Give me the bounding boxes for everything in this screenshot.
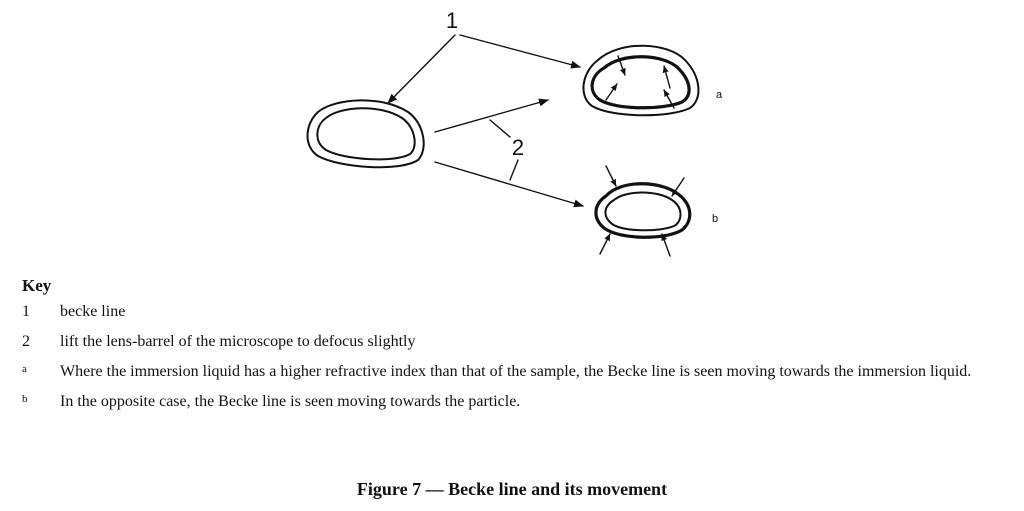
key-item-2: 2 lift the lens-barrel of the microscope… xyxy=(22,332,1012,352)
ray-b-1 xyxy=(605,165,617,187)
particle-case-a xyxy=(582,44,700,117)
label-a: a xyxy=(716,89,723,101)
particle-original xyxy=(306,99,425,169)
becke-line-diagram: 1 2 a b xyxy=(306,8,723,257)
arrow-1-to-particle xyxy=(387,34,456,104)
key-mark: 2 xyxy=(22,333,30,350)
particle-case-b xyxy=(594,165,692,257)
key-text: In the opposite case, the Becke line is … xyxy=(60,393,521,410)
label-1: 1 xyxy=(446,8,458,33)
ray-b-2 xyxy=(671,177,685,197)
ray-a-2 xyxy=(662,65,671,89)
ray-b-3 xyxy=(599,233,611,255)
figure-caption: Figure 7 — Becke line and its movement xyxy=(356,479,668,499)
leader-2-lower xyxy=(509,159,519,181)
ray-a-1 xyxy=(617,55,626,76)
ray-a-3 xyxy=(605,83,618,101)
key-mark: b xyxy=(22,393,28,405)
key-item-b: b In the opposite case, the Becke line i… xyxy=(22,392,1012,412)
leader-2-upper xyxy=(489,119,511,138)
key-text: Where the immersion liquid has a higher … xyxy=(60,363,972,380)
ray-b-4 xyxy=(661,233,671,257)
arrow-to-case-b xyxy=(434,161,584,208)
arrow-1-to-particle-a xyxy=(459,34,581,69)
key-item-1: 1 becke line xyxy=(22,302,1012,322)
key-text: lift the lens-barrel of the microscope t… xyxy=(60,333,416,350)
arrow-to-case-a xyxy=(434,98,549,133)
key-mark: 1 xyxy=(22,303,30,320)
figure-key: Key 1 becke line 2 lift the lens-barrel … xyxy=(22,276,1012,422)
key-title: Key xyxy=(22,276,52,295)
label-2: 2 xyxy=(512,135,524,160)
ray-a-4 xyxy=(663,89,675,109)
key-mark: a xyxy=(22,363,27,375)
key-item-a: a Where the immersion liquid has a highe… xyxy=(22,362,1012,382)
label-b: b xyxy=(712,213,718,225)
key-text: becke line xyxy=(60,303,126,320)
